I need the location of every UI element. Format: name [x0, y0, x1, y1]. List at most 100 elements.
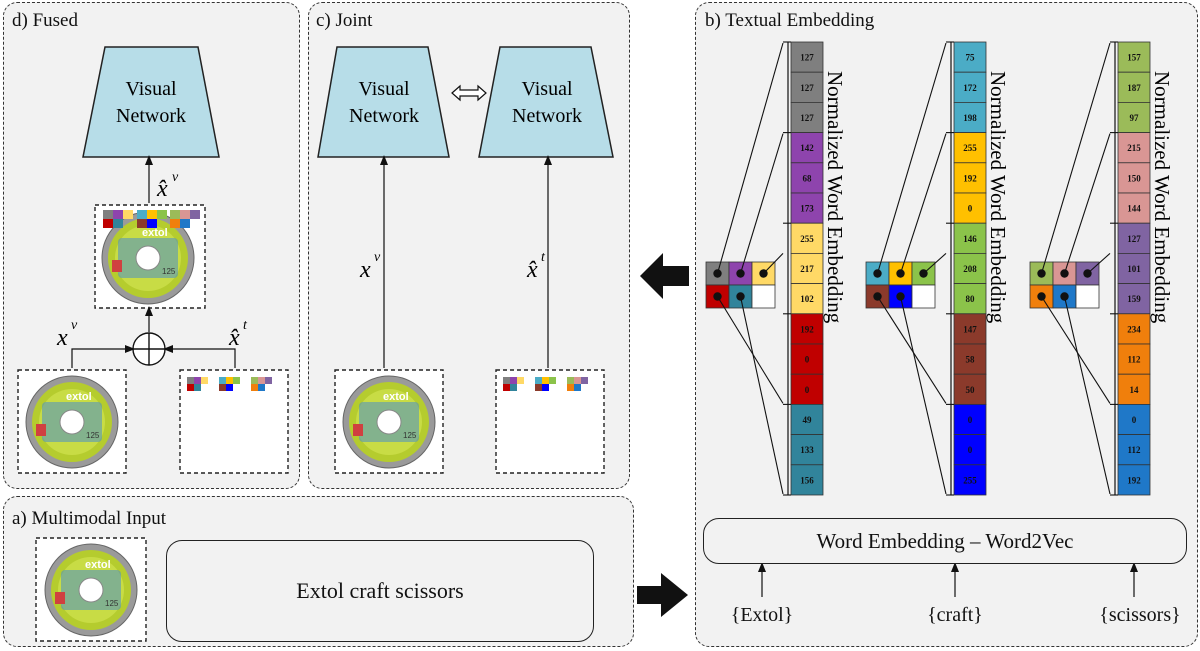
label-xt-joint: x̂: [526, 257, 538, 283]
embedding-cell: [1117, 343, 1151, 375]
panel-title-joint: c) Joint: [316, 10, 373, 31]
word-craft: {craft}: [927, 604, 983, 626]
fused-color-overlay: [103, 210, 200, 228]
mini-grid-dot: [1083, 269, 1092, 278]
embedding-cell: [790, 403, 824, 435]
embedding-cell-value: 144: [1127, 204, 1141, 214]
visual-network-fused-label-2: Network: [116, 105, 186, 127]
input-text-box: Extol craft scissors: [166, 540, 594, 642]
mini-grid-dot: [713, 292, 722, 301]
embedding-cell-value: 68: [803, 173, 813, 183]
embedding-cell: [790, 222, 824, 254]
label-xv-joint-sup: v: [374, 250, 381, 265]
embedding-cell-value: 187: [1127, 83, 1141, 93]
mini-grid-dot: [713, 269, 722, 278]
mini-grid-cell: [751, 284, 776, 309]
label-xv-fused: x: [56, 325, 68, 351]
embedding-cell: [790, 252, 824, 284]
embedding-cell: [953, 252, 987, 284]
embedding-cell-value: 0: [805, 385, 810, 395]
embedding-cell: [1117, 71, 1151, 103]
embedding-cell-value: 58: [966, 355, 976, 365]
embedding-cell: [953, 403, 987, 435]
block-arrow-right: [637, 573, 688, 617]
embedding-cell-value: 192: [1127, 475, 1141, 485]
embedding-cell-value: 0: [1132, 415, 1137, 425]
embedding-cell-value: 49: [803, 415, 813, 425]
embedding-cell-value: 75: [966, 53, 976, 63]
embedding-cell: [1117, 373, 1151, 405]
embedding-cell-value: 255: [963, 475, 977, 485]
mini-grid-cell: [1075, 284, 1100, 309]
fused-text-color-cells: [187, 377, 272, 391]
embedding-cell: [1117, 41, 1151, 73]
joint-double-arrow: [451, 84, 487, 102]
embedding-column-craft: 75172198255192014620880147585000255Norma…: [865, 41, 1010, 496]
embedding-cell-value: 133: [800, 445, 814, 455]
visual-network-joint-left: [317, 46, 450, 158]
embedding-cell-value: 147: [963, 324, 977, 334]
embedding-cell: [953, 343, 987, 375]
embedding-cell: [1117, 283, 1151, 315]
embedding-cell: [1117, 102, 1151, 134]
mini-grid-dot: [896, 269, 905, 278]
word-scissors: {scissors}: [1099, 604, 1181, 626]
mini-grid-dot: [736, 292, 745, 301]
embedding-cell-value: 173: [800, 204, 814, 214]
embedding-cell-value: 127: [800, 53, 814, 63]
embedding-cell-value: 127: [800, 113, 814, 123]
embedding-cell-value: 127: [1127, 234, 1141, 244]
embedding-cell: [790, 464, 824, 496]
embedding-cell: [953, 41, 987, 73]
embedding-cell-value: 0: [968, 445, 973, 455]
embedding-cell: [953, 162, 987, 194]
embedding-cell: [790, 192, 824, 224]
embedding-cell-value: 255: [800, 234, 814, 244]
embedding-cell: [953, 464, 987, 496]
label-xt-joint-sup: t: [541, 250, 546, 265]
embedding-cell: [1117, 162, 1151, 194]
embedding-cell: [953, 373, 987, 405]
label-xt-fused: x̂: [228, 325, 240, 351]
embedding-column-scissors: 1571879721515014412710115923411214011219…: [1029, 41, 1174, 496]
mini-grid-cell: [911, 284, 936, 309]
embedding-cell-value: 112: [1127, 355, 1141, 365]
joint-text-color-cells: [503, 377, 588, 391]
embedding-cell: [790, 343, 824, 375]
mini-grid-dot: [1060, 269, 1069, 278]
embedding-cell: [1117, 403, 1151, 435]
mini-grid-dot: [896, 292, 905, 301]
embedding-cell: [790, 71, 824, 103]
embedding-cell: [1117, 222, 1151, 254]
panel-title-input: a) Multimodal Input: [12, 508, 167, 529]
embedding-cell-value: 156: [800, 475, 814, 485]
embedding-cell-value: 198: [963, 113, 977, 123]
embedding-cell-value: 159: [1127, 294, 1141, 304]
embedding-cell: [1117, 132, 1151, 164]
embedding-cell-value: 157: [1127, 53, 1141, 63]
embedding-cell-value: 215: [1127, 143, 1141, 153]
visual-network-joint-right: [478, 46, 614, 158]
embedding-cell-value: 172: [963, 83, 977, 93]
normalized-embedding-label: Normalized Word Embedding: [1150, 71, 1174, 324]
embedding-cell-value: 102: [800, 294, 814, 304]
mini-grid-dot: [1037, 269, 1046, 278]
mini-grid-dot: [873, 269, 882, 278]
embedding-cell-value: 192: [800, 324, 814, 334]
label-xv-fused-sup: v: [71, 318, 78, 333]
embedding-cell-value: 97: [1130, 113, 1140, 123]
embedding-cell: [790, 102, 824, 134]
embedding-columns: 127127127142681732552171021920049133156N…: [705, 41, 1174, 496]
mini-grid-dot: [736, 269, 745, 278]
panel-title-textual: b) Textual Embedding: [705, 10, 875, 31]
embedding-cell-value: 112: [1127, 445, 1141, 455]
embedding-cell-value: 0: [968, 204, 973, 214]
normalized-embedding-label: Normalized Word Embedding: [986, 71, 1010, 324]
visual-network-joint-left-label: Visual: [358, 78, 409, 100]
embedding-cell: [790, 434, 824, 466]
embedding-cell-value: 0: [968, 415, 973, 425]
mini-grid-dot: [1060, 292, 1069, 301]
label-xt-fused-sup: t: [243, 318, 248, 333]
block-arrow-left: [640, 253, 689, 299]
